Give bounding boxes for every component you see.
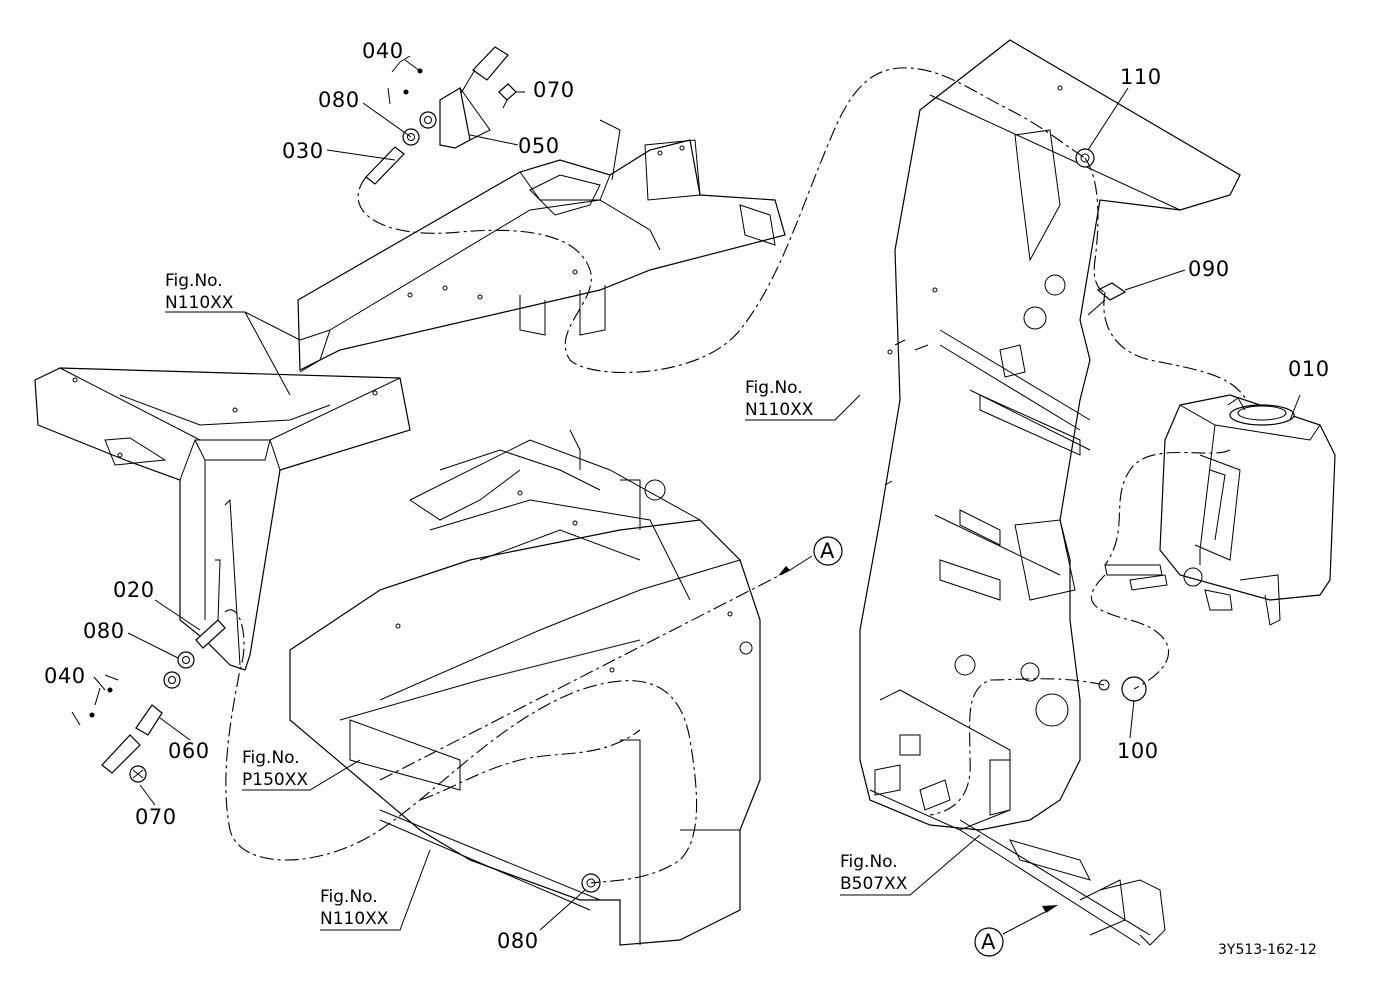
drawing-code: 3Y513-162-12	[1218, 942, 1317, 958]
fig-ref-n110-bottom: Fig.No. N110XX	[320, 887, 389, 929]
fig-ref-number: P150XX	[242, 770, 308, 790]
label-050: 050	[518, 134, 560, 158]
fig-ref-word: Fig.No.	[745, 378, 803, 398]
fig-ref-number: N110XX	[320, 909, 389, 929]
hardware-top	[365, 46, 517, 185]
label-080-bottom: 080	[497, 929, 539, 953]
fig-ref-number: N110XX	[745, 400, 814, 420]
fig-ref-number: N110XX	[165, 293, 234, 313]
washer-hoses	[224, 67, 1246, 884]
center-lower-frame-assembly	[289, 429, 761, 946]
label-080-top: 080	[318, 88, 360, 112]
top-frame-assembly	[297, 119, 786, 373]
label-080-left: 080	[83, 619, 125, 643]
label-040-left: 040	[44, 664, 86, 688]
fig-ref-word: Fig.No.	[840, 852, 898, 872]
section-arrow-lower	[974, 905, 1058, 957]
fig-ref-n110-right: Fig.No. N110XX	[745, 378, 814, 420]
label-040-top: 040	[362, 39, 404, 63]
hardware-left	[71, 619, 226, 783]
fig-ref-n110-top: Fig.No. N110XX	[165, 271, 234, 313]
left-frame-assembly	[34, 367, 411, 671]
section-arrow-upper	[778, 536, 843, 576]
washer-tank-assembly	[1104, 394, 1336, 626]
lower-right-assembly	[869, 689, 1166, 946]
section-marker-lower: A	[981, 930, 996, 954]
fig-ref-word: Fig.No.	[242, 748, 300, 768]
fig-ref-b507: Fig.No. B507XX	[840, 852, 908, 894]
label-060: 060	[168, 739, 210, 763]
label-020: 020	[113, 578, 155, 602]
label-030: 030	[282, 139, 324, 163]
fig-ref-word: Fig.No.	[320, 887, 378, 907]
fig-ref-number: B507XX	[840, 874, 908, 894]
leader-lines	[93, 59, 1301, 931]
label-070-top: 070	[533, 78, 575, 102]
label-110: 110	[1120, 65, 1162, 89]
fig-ref-p150: Fig.No. P150XX	[242, 748, 308, 790]
fig-ref-word: Fig.No.	[165, 271, 223, 291]
section-marker-upper: A	[820, 539, 835, 563]
right-fender-panel	[859, 39, 1241, 831]
label-090: 090	[1188, 257, 1230, 281]
label-010: 010	[1288, 357, 1330, 381]
label-100: 100	[1117, 739, 1159, 763]
label-070-left: 070	[135, 805, 177, 829]
